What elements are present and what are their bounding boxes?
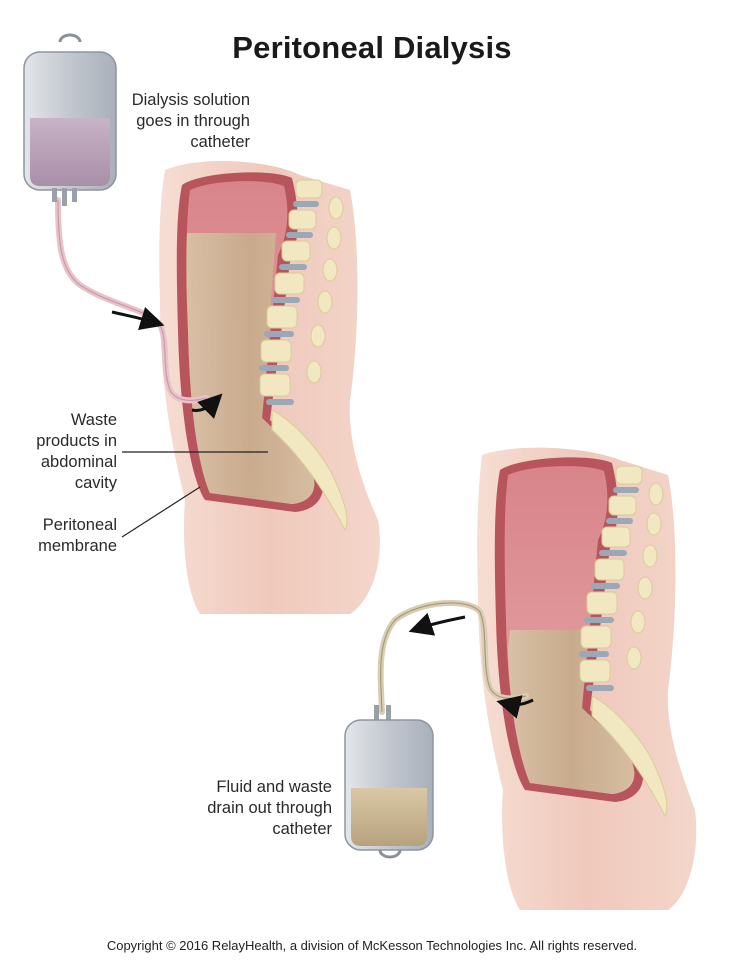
dialysis-solution-bag (23, 33, 117, 206)
flow-into-cavity-arrow (191, 393, 223, 419)
copyright-notice: Copyright © 2016 RelayHealth, a division… (106, 938, 638, 953)
top-spine (259, 179, 348, 532)
flow-out-of-cavity-arrow (496, 695, 534, 719)
page-title: Peritoneal Dialysis (232, 30, 512, 65)
waste-label: Waste products in abdominal cavity (36, 411, 117, 492)
membrane-leader-line (121, 486, 201, 538)
membrane-label: Peritoneal membrane (38, 516, 117, 555)
fill-label: Dialysis solution goes in through cathet… (131, 91, 250, 151)
top-abdomen-cross-section (55, 160, 380, 614)
drainage-bag (344, 705, 434, 859)
bottom-draining-fluid (508, 630, 635, 794)
bottom-abdomen-cross-section (377, 447, 697, 910)
top-waste-fluid (186, 233, 315, 504)
flow-out-arrow (408, 612, 466, 636)
drained-fluid-fill (351, 788, 427, 846)
drain-label: Fluid and waste drain out through cathet… (207, 778, 332, 838)
dialysis-solution-fill (30, 118, 110, 186)
flow-in-arrow (111, 307, 165, 330)
bottom-spine (579, 465, 668, 818)
